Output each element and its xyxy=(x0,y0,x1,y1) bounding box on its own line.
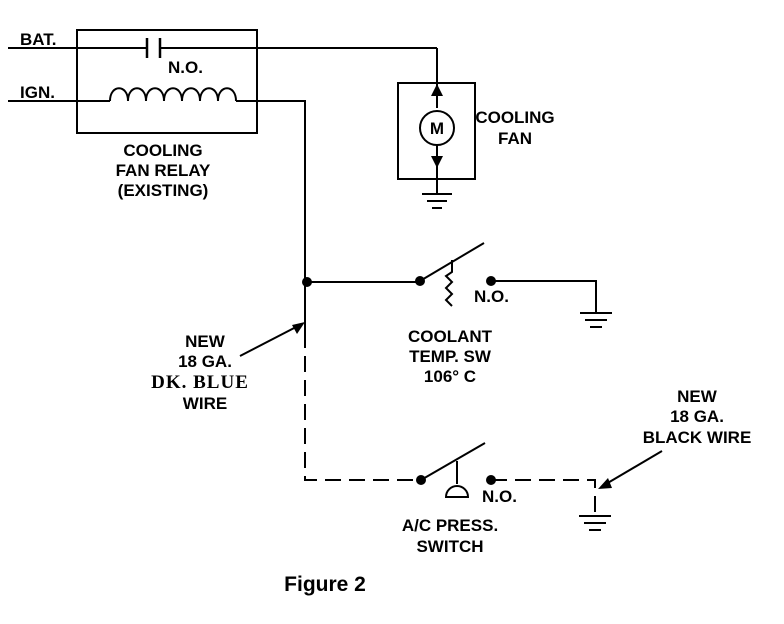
blue-label-line4: WIRE xyxy=(183,394,227,413)
ac-pressure-switch xyxy=(416,442,611,531)
ign-label: IGN. xyxy=(20,83,55,102)
cooling-fan-relay xyxy=(8,29,437,282)
relay-coil xyxy=(109,87,237,102)
ac-switch-blade xyxy=(420,442,486,481)
fan-ground-icon xyxy=(422,193,452,209)
blue-label-line1: NEW xyxy=(185,332,226,351)
fan-label-line1: COOLING xyxy=(475,108,554,127)
relay-label-line2: FAN RELAY xyxy=(116,161,211,180)
relay-box xyxy=(76,29,258,134)
coolant-label-line2: TEMP. SW xyxy=(409,347,492,366)
black-label-line3: BLACK WIRE xyxy=(643,428,752,447)
coolant-temp-switch xyxy=(307,242,612,328)
blue-label-line3: DK. BLUE xyxy=(151,372,249,393)
ac-label-line2: SWITCH xyxy=(416,537,483,556)
dk-blue-wire xyxy=(304,332,420,481)
black-label-line1: NEW xyxy=(677,387,718,406)
black-wire-pointer xyxy=(605,450,663,485)
bat-label: BAT. xyxy=(20,30,57,49)
coil-output-wire xyxy=(236,100,306,282)
coolant-ground-icon xyxy=(580,312,612,328)
cooling-fan xyxy=(397,48,476,209)
coolant-label-line1: COOLANT xyxy=(408,327,493,346)
relay-label-line3: (EXISTING) xyxy=(118,181,209,200)
ac-label-line1: A/C PRESS. xyxy=(402,516,498,535)
coolant-contact-label: N.O. xyxy=(474,287,509,306)
coolant-ground-wire xyxy=(491,280,597,313)
figure-caption: Figure 2 xyxy=(284,573,366,596)
black-label-line2: 18 GA. xyxy=(670,407,724,426)
motor-label: M xyxy=(430,119,444,138)
fan-bottom-arrow xyxy=(431,156,443,168)
thermal-element-icon xyxy=(444,260,454,307)
relay-label-line1: COOLING xyxy=(123,141,202,160)
blue-wire-arrowhead xyxy=(292,322,305,334)
black-wire-arrowhead xyxy=(598,478,612,489)
blue-wire-pointer xyxy=(239,325,299,357)
coolant-label-line3: 106° C xyxy=(424,367,476,386)
fan-top-arrow xyxy=(431,84,443,96)
fan-label-line2: FAN xyxy=(498,129,532,148)
ac-diaphragm-icon xyxy=(444,485,470,498)
relay-contact-label: N.O. xyxy=(168,58,203,77)
black-wire xyxy=(491,479,596,513)
ac-ground-icon xyxy=(579,515,611,531)
blue-label-line2: 18 GA. xyxy=(178,352,232,371)
ac-contact-label: N.O. xyxy=(482,487,517,506)
